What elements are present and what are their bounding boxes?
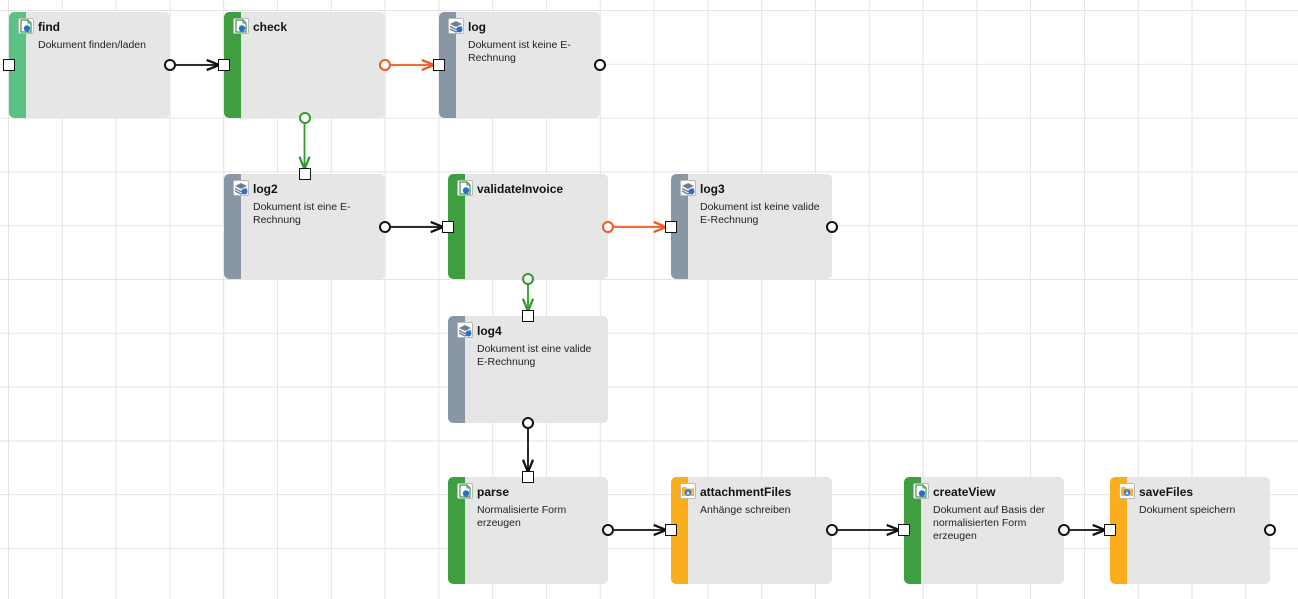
output-port-log3[interactable] bbox=[826, 221, 838, 233]
output-port-log2[interactable] bbox=[379, 221, 391, 233]
document-view-icon bbox=[913, 483, 929, 499]
node-type-bar bbox=[448, 316, 465, 423]
output-port-log[interactable] bbox=[594, 59, 606, 71]
node-type-bar bbox=[1110, 477, 1127, 584]
success-port-check[interactable] bbox=[298, 112, 311, 124]
node-description: Anhänge schreiben bbox=[700, 504, 791, 516]
input-port-parse[interactable] bbox=[522, 471, 534, 483]
node-type-bar bbox=[448, 174, 465, 279]
input-port-log2[interactable] bbox=[298, 168, 311, 180]
output-port-log4[interactable] bbox=[522, 417, 534, 429]
input-port-saveFiles[interactable] bbox=[1104, 524, 1116, 536]
input-port-log[interactable] bbox=[433, 59, 445, 71]
node-title: check bbox=[253, 20, 288, 34]
output-port-find[interactable] bbox=[164, 59, 176, 71]
node-title: validateInvoice bbox=[477, 182, 564, 196]
output-port-check[interactable] bbox=[379, 59, 391, 71]
node-type-bar bbox=[671, 174, 688, 279]
node-check[interactable]: check bbox=[224, 12, 385, 118]
layers-log-icon bbox=[457, 322, 473, 338]
node-description: Dokument ist eine E-Rechnung bbox=[253, 201, 351, 226]
layers-log-icon bbox=[448, 18, 464, 34]
node-title: saveFiles bbox=[1139, 485, 1194, 499]
node-type-bar bbox=[224, 174, 241, 279]
output-port-attachmentFiles[interactable] bbox=[826, 524, 838, 536]
input-port-log4[interactable] bbox=[522, 310, 534, 322]
node-type-bar bbox=[448, 477, 465, 584]
layers-log-icon bbox=[680, 180, 696, 196]
document-search-icon bbox=[18, 18, 34, 34]
output-port-saveFiles[interactable] bbox=[1264, 524, 1276, 536]
output-port-createView[interactable] bbox=[1058, 524, 1070, 536]
input-port-attachmentFiles[interactable] bbox=[665, 524, 677, 536]
input-port-check[interactable] bbox=[218, 59, 230, 71]
node-title: attachmentFiles bbox=[700, 485, 792, 499]
node-title: log bbox=[468, 20, 486, 34]
input-port-find[interactable] bbox=[3, 59, 15, 71]
node-title: log3 bbox=[700, 182, 725, 196]
node-type-bar bbox=[439, 12, 456, 118]
document-parse-icon bbox=[457, 483, 473, 499]
node-description: Dokument auf Basis der normalisierten Fo… bbox=[933, 504, 1046, 542]
node-description: Normalisierte Form erzeugen bbox=[477, 504, 567, 529]
node-title: parse bbox=[477, 485, 510, 499]
folder-save-icon bbox=[680, 483, 696, 499]
node-validateInvoice[interactable]: validateInvoice bbox=[448, 174, 608, 279]
node-description: Dokument finden/laden bbox=[38, 39, 146, 51]
node-description: Dokument ist keine E-Rechnung bbox=[468, 39, 571, 64]
node-description: Dokument ist eine valide E-Rechnung bbox=[477, 343, 592, 368]
output-port-parse[interactable] bbox=[602, 524, 614, 536]
folder-save-icon bbox=[1119, 483, 1135, 499]
node-description: Dokument ist keine valide E-Rechnung bbox=[700, 201, 820, 226]
node-title: createView bbox=[933, 485, 996, 499]
input-port-createView[interactable] bbox=[898, 524, 910, 536]
document-validate-icon bbox=[457, 180, 473, 196]
node-title: find bbox=[38, 20, 60, 34]
input-port-validateInvoice[interactable] bbox=[442, 221, 454, 233]
node-description: Dokument speichern bbox=[1139, 504, 1236, 516]
node-type-bar bbox=[671, 477, 688, 584]
layers-log-icon bbox=[233, 180, 249, 196]
node-type-bar bbox=[9, 12, 26, 118]
input-port-log3[interactable] bbox=[665, 221, 677, 233]
node-type-bar bbox=[904, 477, 921, 584]
node-title: log4 bbox=[477, 324, 502, 338]
node-title: log2 bbox=[253, 182, 278, 196]
node-type-bar bbox=[224, 12, 241, 118]
success-port-validateInvoice[interactable] bbox=[522, 273, 534, 285]
document-check-icon bbox=[233, 18, 249, 34]
output-port-validateInvoice[interactable] bbox=[602, 221, 614, 233]
